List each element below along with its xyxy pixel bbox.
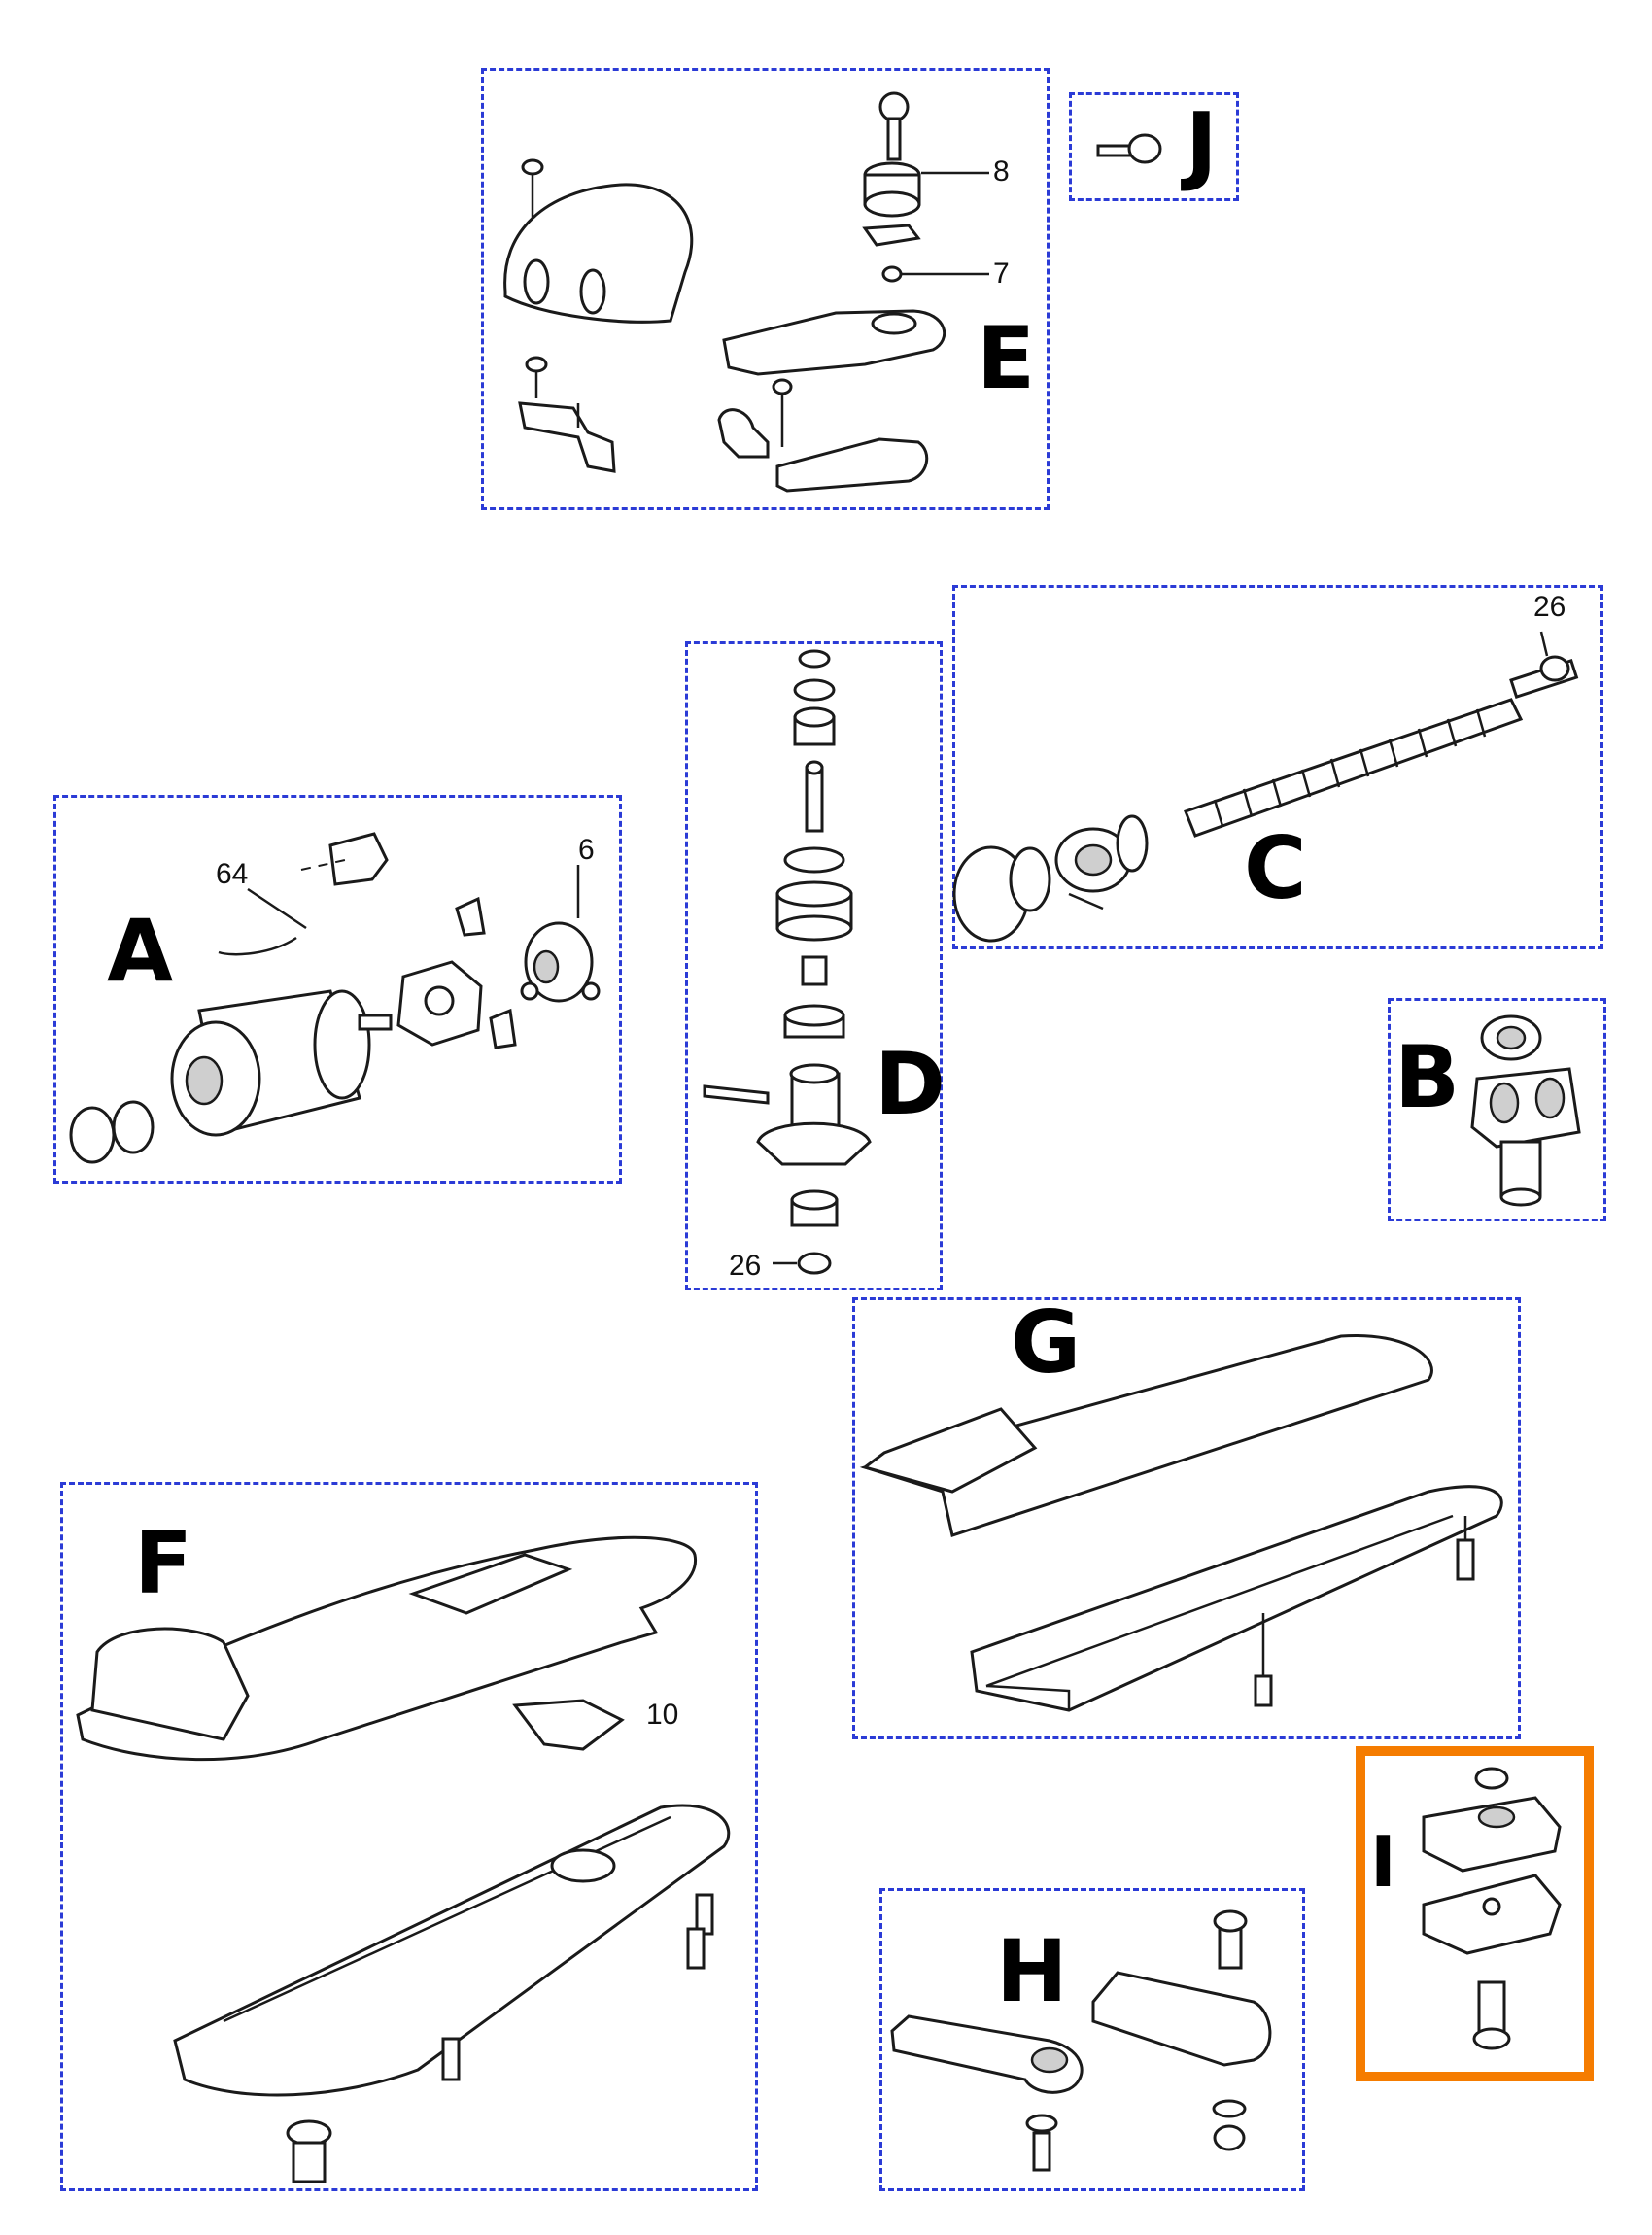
ring-icon — [69, 1100, 155, 1164]
bracket-icon — [518, 401, 616, 473]
group-b-box — [1388, 998, 1606, 1221]
screw-icon — [441, 2037, 461, 2081]
group-i-parts — [1422, 1767, 1562, 2050]
group-letter-b: B — [1394, 1027, 1461, 1127]
key-icon — [878, 91, 910, 161]
screw-icon — [1032, 2131, 1051, 2172]
spring-icon — [524, 921, 594, 1003]
group-letter-e: E — [977, 308, 1036, 408]
screw-icon — [1472, 1980, 1511, 2050]
screw-icon — [1254, 1613, 1273, 1707]
group-i-box — [1356, 1746, 1594, 2081]
screw-icon — [525, 356, 548, 398]
group-h-parts — [890, 1909, 1272, 2172]
worm-screw-icon — [952, 631, 1579, 943]
group-d-box — [685, 641, 943, 1290]
group-letter-g: G — [1011, 1292, 1082, 1393]
group-d-parts — [703, 649, 872, 1275]
screw-icon — [1213, 1909, 1248, 1970]
callout-26-d: 26 — [729, 1250, 762, 1282]
callout-10: 10 — [646, 1699, 679, 1731]
screw-icon — [686, 1927, 706, 1970]
callout-8: 8 — [993, 155, 1010, 188]
bracket-icon — [1470, 1014, 1581, 1207]
gear-icon — [756, 1063, 872, 1166]
cover-icon — [503, 183, 694, 324]
base-plate-icon — [970, 1485, 1503, 1712]
group-a-box — [53, 795, 622, 1184]
group-h-box — [879, 1888, 1305, 2191]
group-f-box — [60, 1482, 758, 2191]
group-j-box — [1069, 92, 1239, 201]
bracket-icon — [890, 2014, 1084, 2094]
screw-icon — [1456, 1516, 1475, 1581]
motor-icon — [170, 989, 393, 1137]
callout-7: 7 — [993, 258, 1010, 290]
group-letter-i: I — [1370, 1821, 1396, 1903]
callout-26-c: 26 — [1533, 591, 1566, 623]
bearing-icon — [793, 706, 836, 746]
bearing-icon — [790, 1189, 839, 1227]
group-letter-c: C — [1244, 818, 1307, 918]
bearing-icon — [783, 1004, 845, 1039]
key-icon — [1096, 133, 1162, 164]
cover-icon — [859, 1333, 1433, 1537]
group-f-parts — [76, 1535, 731, 2183]
group-e-box — [481, 68, 1050, 510]
group-letter-j: J — [1186, 94, 1218, 194]
gear-icon — [775, 880, 853, 942]
group-letter-f: F — [134, 1513, 193, 1613]
screw-icon — [772, 378, 793, 447]
group-letter-d: D — [875, 1034, 946, 1134]
group-letter-a: A — [107, 901, 174, 1001]
nut-icon — [286, 2119, 332, 2183]
group-g-parts — [859, 1333, 1503, 1712]
callout-6: 6 — [578, 834, 595, 866]
gear-icon — [952, 845, 1051, 943]
group-c-box — [952, 585, 1603, 949]
group-a-parts — [69, 832, 601, 1164]
group-e-parts — [503, 91, 989, 493]
group-g-box — [852, 1297, 1521, 1739]
callout-64: 64 — [216, 858, 249, 890]
group-letter-h: H — [996, 1921, 1068, 2021]
